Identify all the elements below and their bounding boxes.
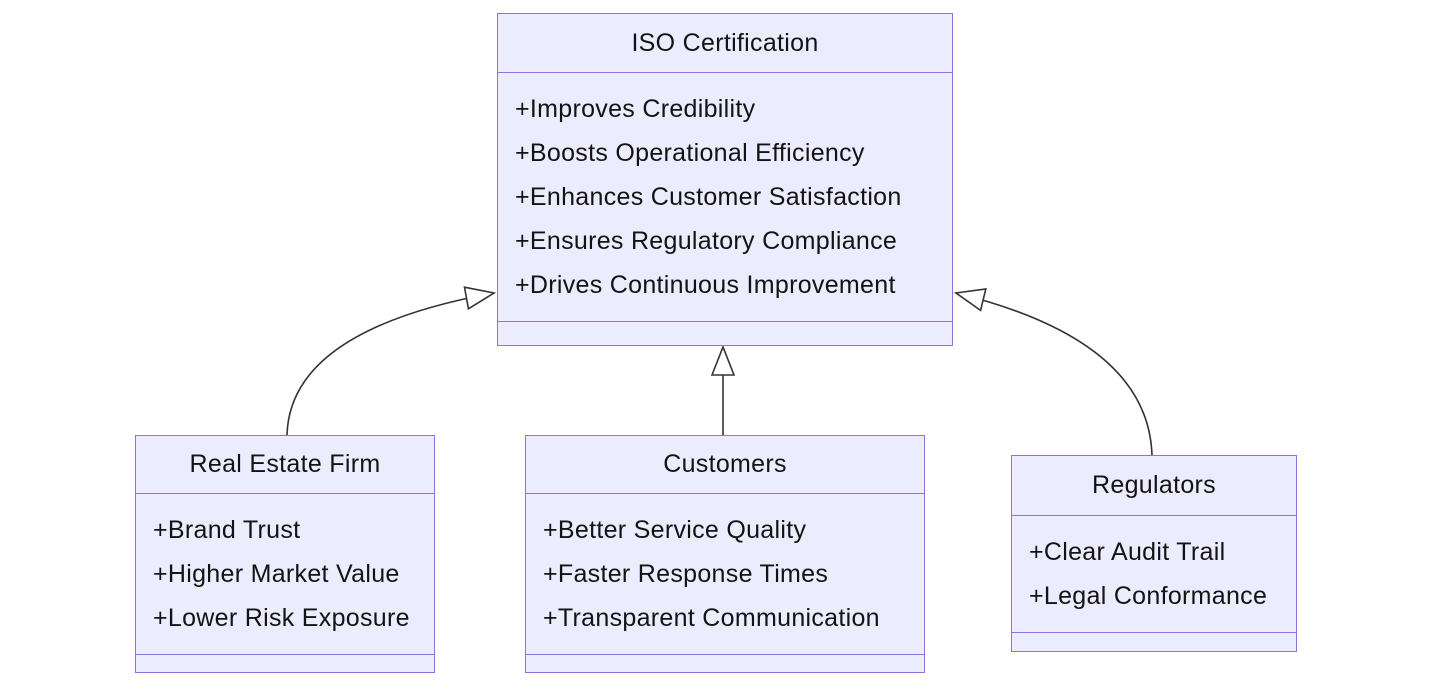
class-title: ISO Certification: [498, 14, 952, 73]
class-methods-empty: [136, 654, 434, 672]
class-title: Customers: [526, 436, 924, 494]
class-attribute: +Boosts Operational Efficiency: [515, 139, 865, 167]
class-attribute: +Improves Credibility: [515, 95, 756, 123]
edge-regulators-to-iso: [953, 288, 1153, 456]
class-attribute: +Higher Market Value: [153, 560, 400, 588]
class-attribute: +Better Service Quality: [543, 516, 807, 544]
edge-real-estate-firm-to-iso: [286, 286, 497, 436]
class-attribute: +Ensures Regulatory Compliance: [515, 227, 898, 255]
class-node-iso-certification: ISO Certification +Improves Credibility …: [497, 13, 953, 346]
class-attribute: +Legal Conformance: [1029, 582, 1268, 610]
class-node-regulators: Regulators +Clear Audit Trail +Legal Con…: [1011, 455, 1297, 652]
class-attributes: +Better Service Quality +Faster Response…: [526, 494, 924, 654]
class-attribute: +Clear Audit Trail: [1029, 538, 1226, 566]
class-node-customers: Customers +Better Service Quality +Faste…: [525, 435, 925, 673]
class-attribute: +Faster Response Times: [543, 560, 829, 588]
class-node-real-estate-firm: Real Estate Firm +Brand Trust +Higher Ma…: [135, 435, 435, 673]
class-attributes: +Clear Audit Trail +Legal Conformance: [1012, 516, 1296, 632]
class-attributes: +Improves Credibility +Boosts Operationa…: [498, 73, 952, 321]
class-attribute: +Transparent Communication: [543, 604, 880, 632]
class-title: Regulators: [1012, 456, 1296, 516]
class-attribute: +Brand Trust: [153, 516, 301, 544]
class-attributes: +Brand Trust +Higher Market Value +Lower…: [136, 494, 434, 654]
class-methods-empty: [526, 654, 924, 672]
class-methods-empty: [1012, 632, 1296, 651]
class-attribute: +Enhances Customer Satisfaction: [515, 183, 902, 211]
class-title: Real Estate Firm: [136, 436, 434, 494]
class-attribute: +Drives Continuous Improvement: [515, 271, 896, 299]
class-methods-empty: [498, 321, 952, 345]
class-attribute: +Lower Risk Exposure: [153, 604, 410, 632]
